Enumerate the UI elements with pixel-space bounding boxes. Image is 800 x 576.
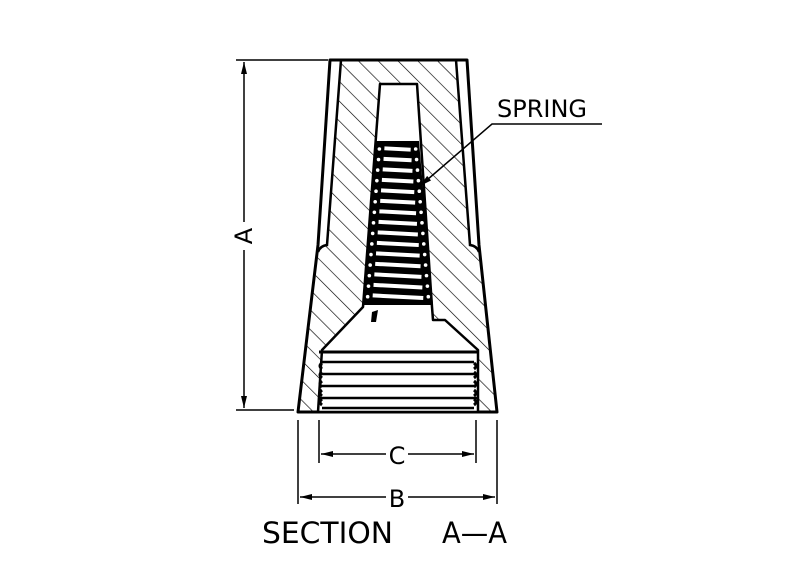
spring-coil	[375, 261, 421, 269]
spring-coil	[380, 198, 416, 205]
spring-wire-dot	[413, 147, 418, 151]
spring-wire-dot	[365, 294, 370, 299]
spring-coil	[381, 177, 414, 184]
spring-wire-dot	[368, 263, 372, 267]
thread-crest	[473, 370, 478, 380]
spring-wire-dot	[422, 252, 427, 257]
dim-label-b: B	[389, 485, 405, 513]
spring-wire-dot	[375, 168, 380, 172]
spring-coil	[376, 240, 419, 248]
spring-end	[371, 310, 378, 322]
spring-wire-dot	[421, 242, 426, 246]
thread-crest	[318, 370, 323, 380]
section-title: SECTION	[262, 516, 393, 550]
spring-wire-dot	[426, 294, 431, 299]
spring-coil	[383, 156, 412, 163]
spring-coil	[373, 282, 423, 290]
spring-wire-dot	[421, 231, 425, 236]
spring-wire-dot	[373, 199, 377, 204]
spring-wire-dot	[375, 178, 379, 183]
thread-crest	[318, 361, 323, 371]
spring-coil	[382, 167, 413, 173]
spring-wire-dot	[370, 242, 374, 246]
spring-callout-label: SPRING	[497, 95, 587, 123]
thread-crest	[473, 388, 478, 398]
spring-coil	[378, 219, 418, 226]
spring-wire-dot	[374, 189, 378, 194]
thread-crest	[318, 397, 323, 407]
spring-wire-dot	[414, 157, 419, 162]
spring-coil	[377, 230, 418, 237]
spring-wire-dot	[418, 199, 422, 204]
spring-wire-dot	[372, 210, 377, 215]
spring-wire-dot	[369, 252, 373, 257]
spring-wire-dot	[376, 157, 381, 162]
spring-wire-dot	[367, 273, 372, 278]
spring-coil	[379, 209, 417, 216]
spring-wire-dot	[424, 273, 429, 278]
thread-crest	[473, 361, 478, 371]
spring-coil	[384, 146, 411, 152]
outer-outline	[296, 58, 499, 414]
spring-coils	[363, 141, 433, 305]
sleeve-right	[454, 59, 481, 253]
spring-wire-dot	[420, 221, 424, 225]
spring-wire-dot	[377, 147, 382, 151]
spring-wire-dot	[423, 263, 428, 267]
dim-label-a: A	[230, 227, 258, 244]
spring-wire-dot	[370, 231, 375, 236]
spring-leader-line	[419, 123, 602, 187]
spring-wire-dot	[417, 189, 422, 194]
spring-wire-dot	[366, 284, 371, 288]
thread-crest	[318, 379, 323, 389]
spring-coil	[375, 251, 420, 258]
threads	[318, 350, 478, 410]
spring-coil	[374, 272, 422, 279]
thread-crest	[473, 397, 478, 407]
section-id: A—A	[442, 516, 507, 550]
spring-wire-dot	[425, 284, 430, 288]
thread-crest	[473, 379, 478, 389]
spring-wire-dot	[415, 168, 420, 172]
dim-label-c: C	[389, 442, 406, 470]
spring-coil	[372, 293, 424, 301]
spring-wire-dot	[419, 210, 423, 215]
spring-wire-dot	[371, 221, 376, 225]
spring-wire-dot	[416, 178, 421, 183]
spring-coil	[380, 188, 415, 195]
sleeve-left	[316, 59, 343, 253]
thread-crest	[318, 388, 323, 398]
